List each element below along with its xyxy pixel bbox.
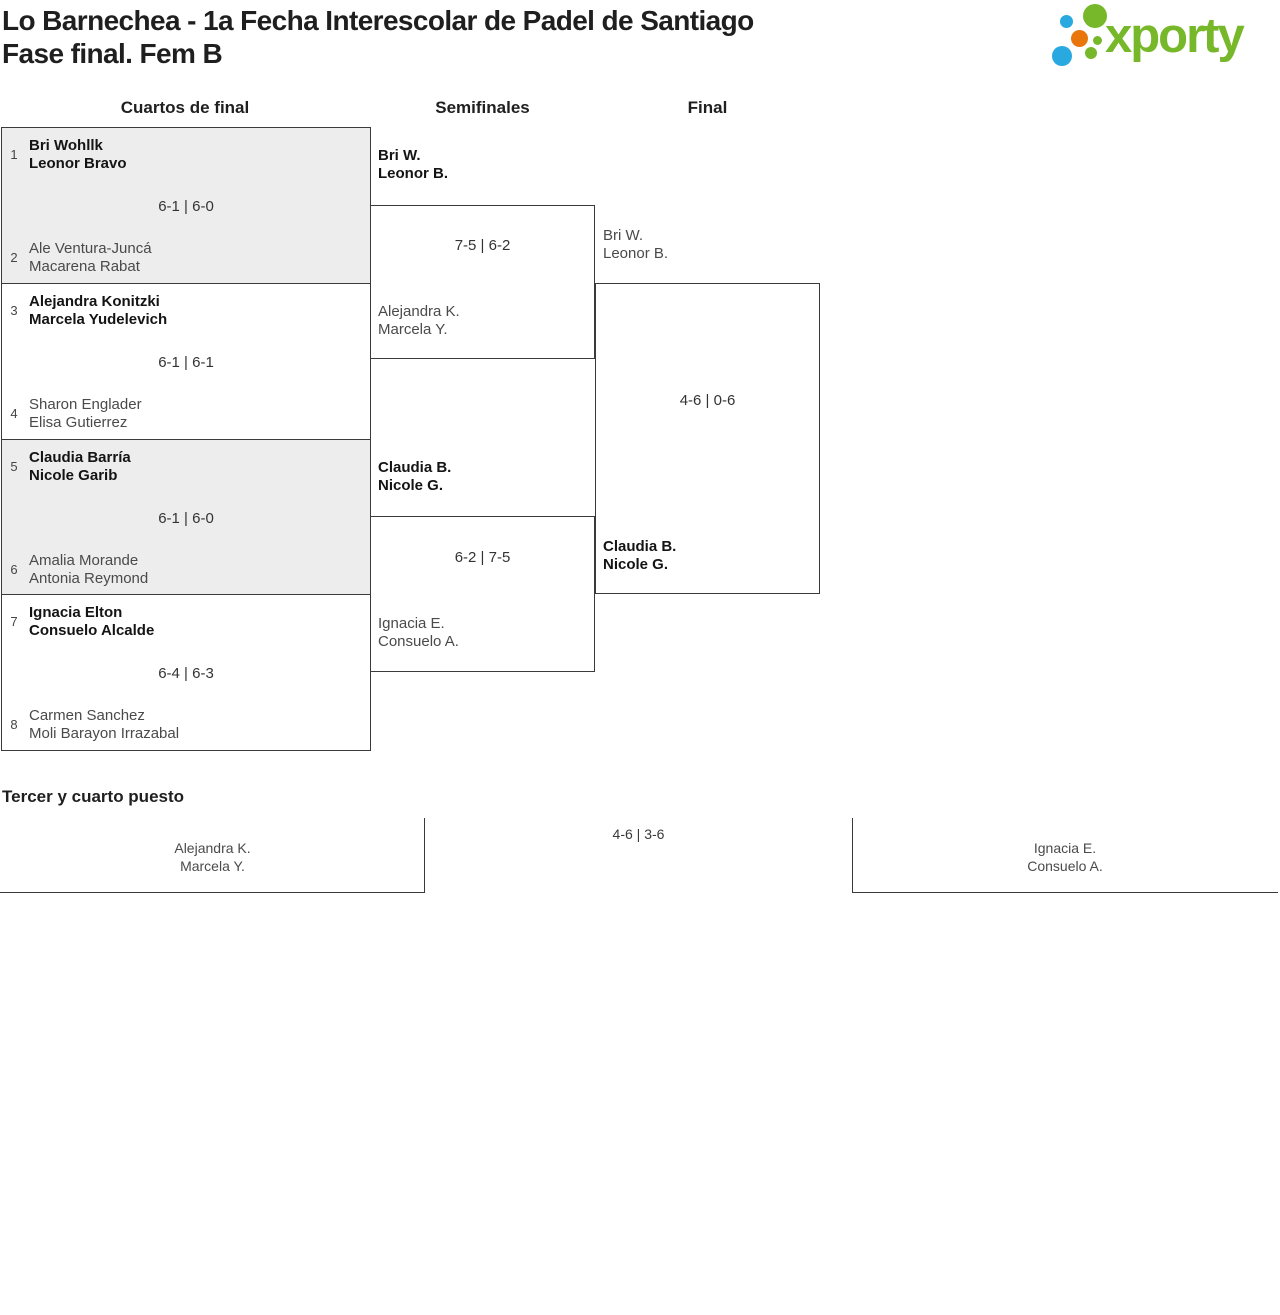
team-pair: Alejandra Konitzki Marcela Yudelevich: [29, 293, 168, 328]
third-place-right-team: Ignacia E. Consuelo A.: [1027, 840, 1103, 874]
team-pair: Amalia Morande Antonia Reymond: [29, 552, 149, 587]
match-quarterfinal-3[interactable]: 5 Claudia Barría Nicole Garib 6-1 | 6-0 …: [2, 439, 370, 594]
third-place-title: Tercer y cuarto puesto: [2, 787, 185, 806]
sf1-top-team: Bri W. Leonor B.: [378, 147, 448, 182]
xporty-logo[interactable]: xporty: [1045, 0, 1280, 78]
column-header-final: Final: [687, 98, 728, 117]
logo-wordmark: xporty: [1105, 9, 1245, 63]
team-pair: Ale Ventura-Juncá Macarena Rabat: [29, 240, 152, 275]
match-score: 6-1 | 6-0: [158, 510, 214, 527]
page-title-line2: Fase final. Fem B: [2, 38, 223, 69]
match-quarterfinal-2[interactable]: 3 Alejandra Konitzki Marcela Yudelevich …: [2, 283, 370, 439]
final-top-team: Bri W. Leonor B.: [603, 227, 669, 262]
logo-dot-blue-small: [1060, 15, 1073, 28]
team-pair: Sharon Englader Elisa Gutierrez: [29, 396, 142, 431]
match-score: 6-1 | 6-0: [158, 198, 214, 215]
quarterfinals-grid: 1 Bri Wohllk Leonor Bravo 6-1 | 6-0 2 Al…: [1, 127, 371, 751]
column-header-semifinals: Semifinales: [435, 98, 530, 117]
seed-number: 1: [10, 147, 18, 162]
match-semifinal-2[interactable]: [370, 516, 595, 672]
match-score: 7-5 | 6-2: [454, 237, 511, 254]
page-title-line1: Lo Barnechea - 1a Fecha Interescolar de …: [2, 5, 754, 36]
seed-number: 8: [10, 717, 18, 732]
team-pair: Ignacia Elton Consuelo Alcalde: [29, 604, 155, 639]
match-score: 4-6 | 0-6: [679, 392, 736, 409]
match-semifinal-1[interactable]: [370, 205, 595, 359]
final-bottom-team: Claudia B. Nicole G.: [603, 538, 677, 573]
seed-number: 7: [10, 614, 18, 629]
match-quarterfinal-4[interactable]: 7 Ignacia Elton Consuelo Alcalde 6-4 | 6…: [2, 594, 370, 750]
logo-dot-blue-medium: [1052, 46, 1072, 66]
seed-number: 4: [10, 406, 18, 421]
match-quarterfinal-1[interactable]: 1 Bri Wohllk Leonor Bravo 6-1 | 6-0 2 Al…: [2, 128, 370, 283]
third-place-left-team: Alejandra K. Marcela Y.: [174, 840, 251, 874]
sf2-bottom-team: Ignacia E. Consuelo A.: [378, 615, 459, 650]
seed-number: 6: [10, 562, 18, 577]
logo-dot-green-small: [1085, 47, 1097, 59]
seed-number: 2: [10, 250, 18, 265]
logo-dot-orange: [1071, 30, 1088, 47]
logo-dot-green-tiny: [1093, 36, 1102, 45]
team-pair: Claudia Barría Nicole Garib: [29, 449, 131, 484]
match-final[interactable]: [595, 283, 820, 594]
team-pair: Carmen Sanchez Moli Barayon Irrazabal: [29, 707, 180, 742]
third-place-left-connector[interactable]: [0, 818, 425, 893]
match-score: 6-4 | 6-3: [158, 665, 214, 682]
third-place-score: 4-6 | 3-6: [612, 826, 665, 842]
match-score: 6-2 | 7-5: [454, 549, 511, 566]
seed-number: 5: [10, 459, 18, 474]
match-score: 6-1 | 6-1: [158, 354, 214, 371]
logo-dot-green-large: [1083, 4, 1107, 28]
column-header-quarterfinals: Cuartos de final: [120, 98, 250, 117]
third-place-right-connector[interactable]: [852, 818, 1278, 893]
sf2-top-team: Claudia B. Nicole G.: [378, 459, 452, 494]
sf1-bottom-team: Alejandra K. Marcela Y.: [378, 303, 460, 338]
seed-number: 3: [10, 303, 18, 318]
team-pair: Bri Wohllk Leonor Bravo: [29, 137, 127, 172]
